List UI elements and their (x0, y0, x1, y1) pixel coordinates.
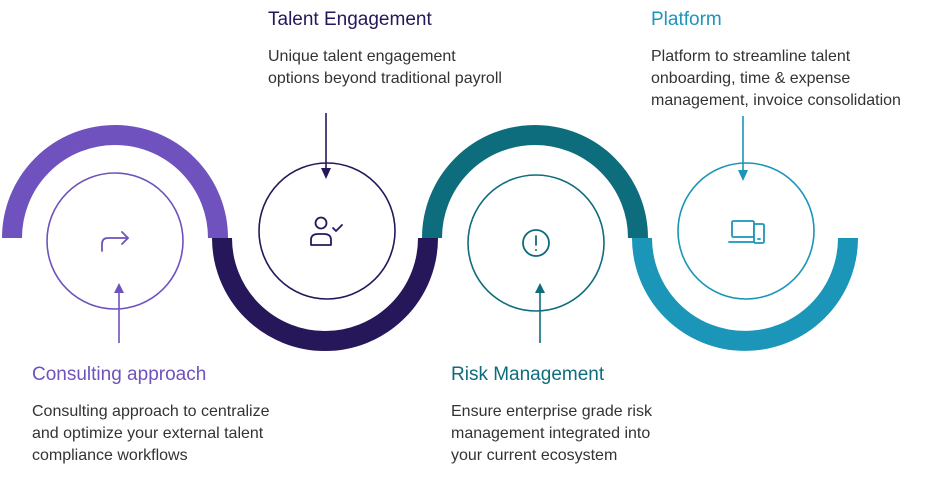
consulting-block: Consulting approach Consulting approach … (32, 363, 269, 467)
risk-description: Ensure enterprise grade risk management … (451, 403, 652, 464)
risk-arc (422, 125, 648, 239)
talent-block: Talent Engagement Unique talent engageme… (268, 8, 502, 90)
consulting-description: Consulting approach to centralize and op… (32, 403, 270, 464)
consulting-arc (2, 125, 228, 239)
platform-title: Platform (651, 9, 722, 30)
talent-arc (212, 237, 438, 351)
talent-circle (258, 162, 396, 300)
risk-block: Risk Management Ensure enterprise grade … (451, 363, 652, 467)
devices-icon (728, 220, 765, 244)
platform-description: Platform to streamline talent onboarding… (651, 48, 901, 109)
user-check-icon (310, 216, 343, 246)
alert-circle-icon (522, 229, 550, 257)
talent-description: Unique talent engagement options beyond … (268, 48, 502, 87)
platform-arc (632, 237, 858, 351)
talent-title: Talent Engagement (268, 9, 432, 30)
arrow-forward-icon (101, 231, 129, 252)
risk-circle (467, 174, 605, 312)
consulting-connector (114, 283, 124, 343)
risk-title: Risk Management (451, 364, 605, 385)
platform-circle (677, 162, 815, 300)
platform-block: Platform Platform to streamline talent o… (651, 8, 901, 112)
platform-connector (738, 116, 748, 181)
risk-connector (535, 283, 545, 343)
talent-connector (321, 113, 331, 179)
consulting-circle (46, 172, 184, 310)
consulting-title: Consulting approach (32, 364, 207, 385)
